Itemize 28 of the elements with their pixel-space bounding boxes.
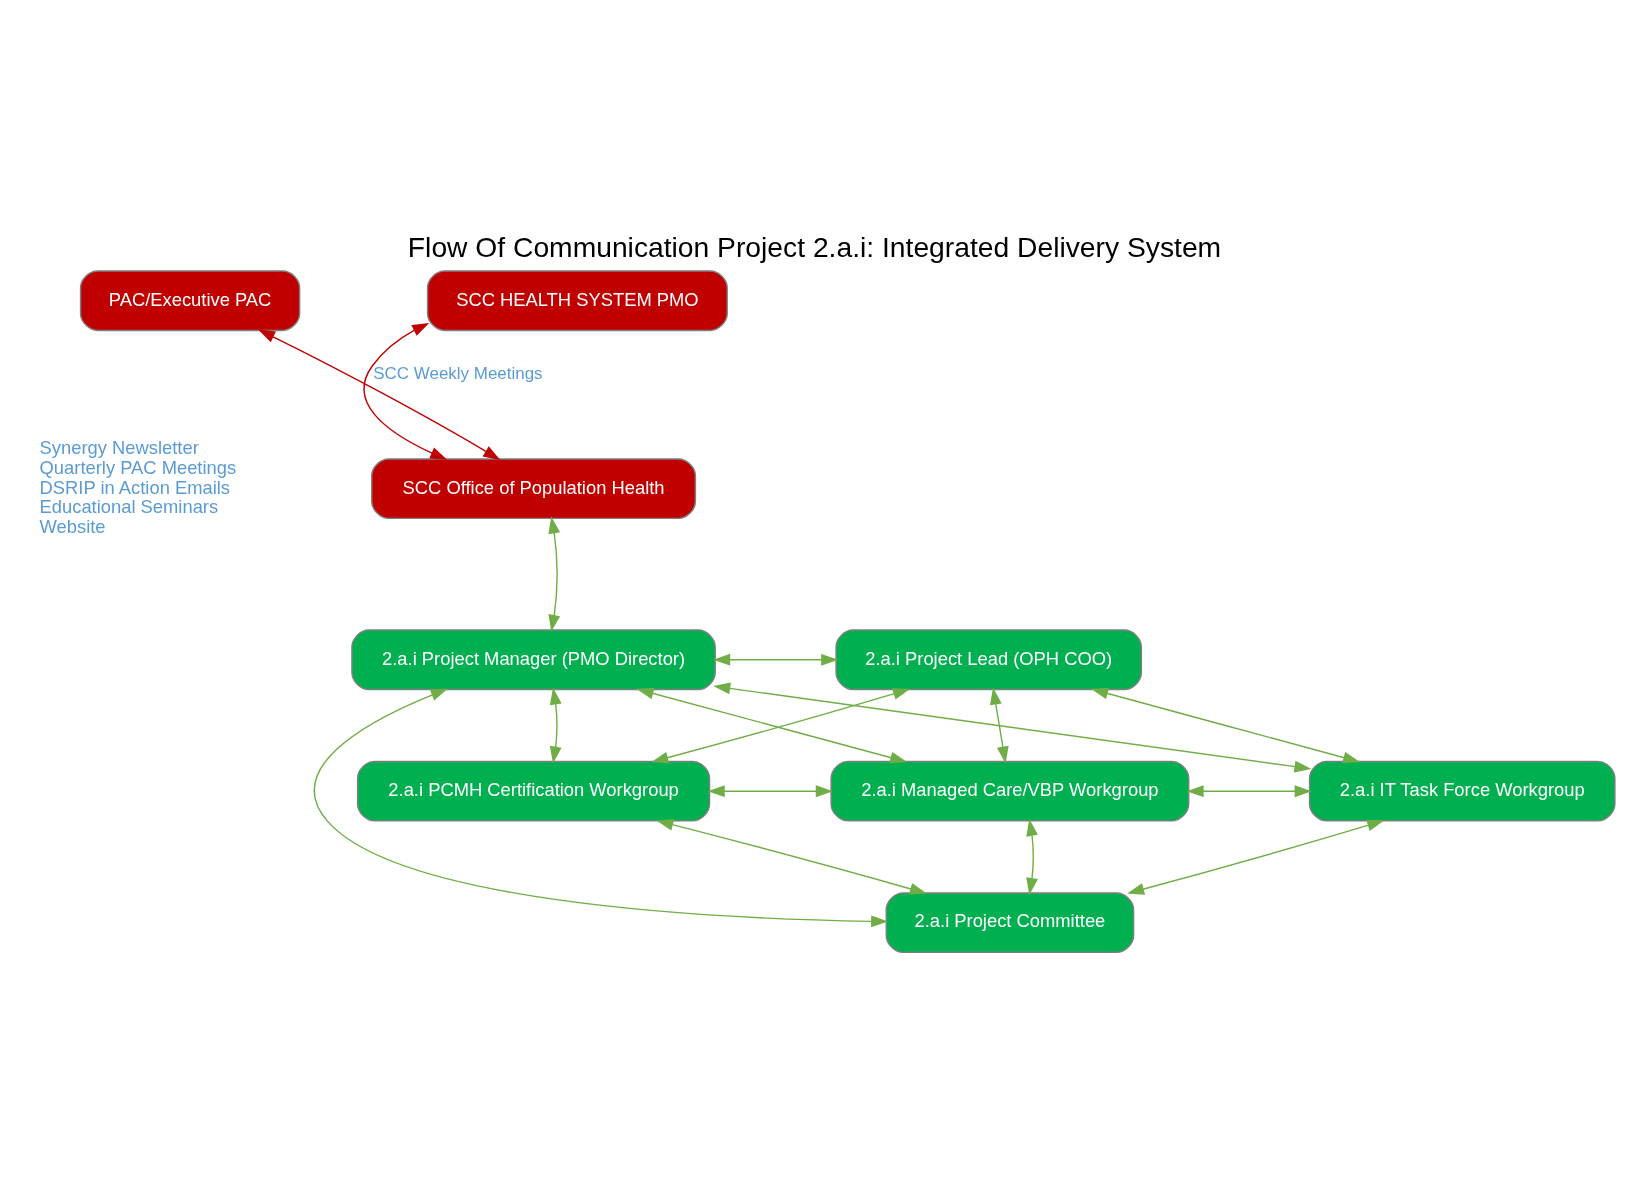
arrow [363, 322, 448, 460]
edge-label: SCC Weekly Meetings [373, 363, 543, 383]
arrow [548, 516, 561, 632]
node-box: 2.a.i PCMH Certification Workgroup [356, 760, 711, 822]
node-box: 2.a.i Project Manager (PMO Director) [351, 628, 716, 690]
node-box: 2.a.i Project Committee [885, 891, 1135, 953]
arrow [989, 687, 1009, 763]
node-box: 2.a.i Managed Care/VBP Workgroup [830, 760, 1190, 822]
arrow [707, 784, 833, 797]
node-box: PAC/Executive PAC [79, 269, 301, 331]
arrow [1127, 819, 1385, 895]
arrow [1186, 784, 1312, 797]
arrow [656, 818, 927, 895]
label: Educational Seminars [39, 495, 219, 517]
label: Synergy Newsletter [39, 436, 199, 458]
label: Website [39, 515, 106, 537]
node-box: 2.a.i Project Lead (OPH COO) [835, 628, 1143, 690]
arrow [1091, 687, 1361, 763]
arrow [313, 688, 889, 927]
arrow [713, 682, 1312, 772]
diagram-title: Flow Of Communication Project 2.a.i: Integrated Delivery System [407, 230, 1222, 263]
node-box: 2.a.i IT Task Force Workgroup [1308, 760, 1616, 822]
arrow [549, 687, 562, 763]
node-box: SCC Office of Population Health [371, 457, 697, 519]
arrow [258, 329, 501, 460]
arrow [713, 653, 839, 666]
node-box: SCC HEALTH SYSTEM PMO [426, 269, 728, 331]
arrow [1026, 818, 1038, 895]
